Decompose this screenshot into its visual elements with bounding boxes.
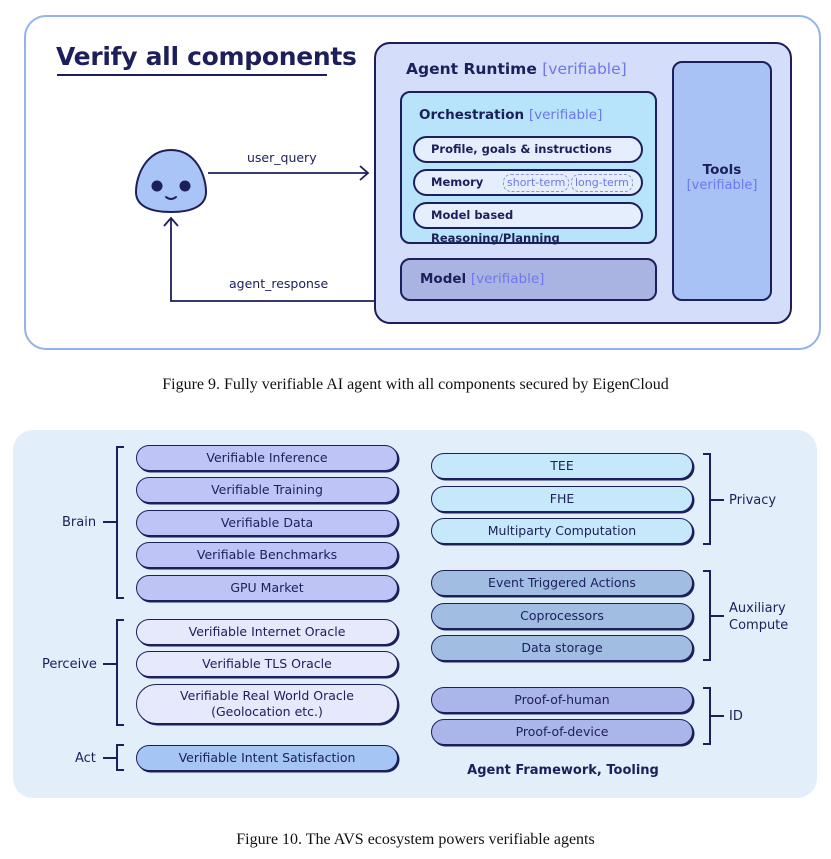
group-label-act: Act [75, 751, 96, 766]
verifiable-tag: [verifiable] [528, 107, 603, 123]
pill-verifiable-training: Verifiable Training [136, 477, 398, 503]
group-label-line: Compute [729, 618, 789, 633]
pill-coprocessors: Coprocessors [431, 603, 693, 629]
pill-verifiable-data: Verifiable Data [136, 510, 398, 536]
pill-event-triggered-actions: Event Triggered Actions [431, 570, 693, 596]
pill-fhe: FHE [431, 486, 693, 512]
model-title: Model [verifiable] [420, 271, 544, 287]
group-label-perceive: Perceive [42, 657, 97, 672]
pill-proof-of-human: Proof-of-human [431, 687, 693, 713]
pill-verifiable-inference: Verifiable Inference [136, 445, 398, 471]
user-query-label: user_query [247, 150, 317, 165]
verifiable-tag: [verifiable] [542, 60, 627, 78]
orchestration-item-label: Profile, goals & instructions [431, 142, 612, 156]
orchestration-item-profile: Profile, goals & instructions [413, 136, 643, 163]
figure-9-title: Verify all components [56, 42, 357, 71]
pill-verifiable-real-world-oracle: Verifiable Real World Oracle (Geolocatio… [136, 684, 398, 724]
orchestration-title: Orchestration [verifiable] [419, 107, 602, 123]
pill-verifiable-intent-satisfaction: Verifiable Intent Satisfaction [136, 745, 398, 771]
pill-verifiable-tls-oracle: Verifiable TLS Oracle [136, 651, 398, 677]
group-label-brain: Brain [62, 515, 97, 530]
orchestration-item-label: Memory [431, 175, 484, 189]
memory-tag-short-term: short-term [503, 174, 570, 192]
pill-tee: TEE [431, 453, 693, 479]
agent-response-label: agent_response [229, 276, 329, 291]
ecosystem-panel [13, 430, 817, 798]
verifiable-tag: [verifiable] [686, 178, 758, 193]
memory-tag-long-term: long-term [571, 174, 633, 192]
orchestration-item-label: Model based Reasoning/Planning [431, 208, 560, 245]
pill-proof-of-device: Proof-of-device [431, 719, 693, 745]
agent-runtime-title: Agent Runtime [verifiable] [406, 60, 627, 78]
title-underline [57, 74, 327, 76]
pill-gpu-market: GPU Market [136, 575, 398, 601]
agent-avatar-icon [134, 148, 208, 214]
pill-verifiable-internet-oracle: Verifiable Internet Oracle [136, 619, 398, 645]
orchestration-item-memory: Memory short-term long-term [413, 169, 643, 196]
group-label-auxiliary-compute: Auxiliary Compute [729, 600, 788, 634]
figure-10-caption: Figure 10. The AVS ecosystem powers veri… [236, 831, 595, 848]
orchestration-name: Orchestration [419, 107, 525, 123]
pill-verifiable-benchmarks: Verifiable Benchmarks [136, 542, 398, 568]
tools-box [672, 61, 772, 301]
tools-name: Tools [702, 162, 742, 178]
pill-line: (Geolocation etc.) [211, 704, 323, 719]
group-label-privacy: Privacy [729, 493, 777, 508]
agent-runtime-name: Agent Runtime [406, 60, 537, 78]
pill-multiparty-computation: Multiparty Computation [431, 518, 693, 544]
pill-data-storage: Data storage [431, 635, 693, 661]
pill-line: Verifiable Real World Oracle [180, 688, 354, 703]
model-box [400, 258, 657, 301]
group-label-id: ID [729, 709, 743, 724]
group-label-line: Auxiliary [729, 601, 786, 616]
figure-9-caption: Figure 9. Fully verifiable AI agent with… [162, 376, 669, 393]
orchestration-item-reasoning: Model based Reasoning/Planning [413, 202, 643, 245]
model-name: Model [420, 271, 467, 287]
verifiable-tag: [verifiable] [470, 271, 545, 287]
agent-framework-label: Agent Framework, Tooling [467, 763, 659, 778]
